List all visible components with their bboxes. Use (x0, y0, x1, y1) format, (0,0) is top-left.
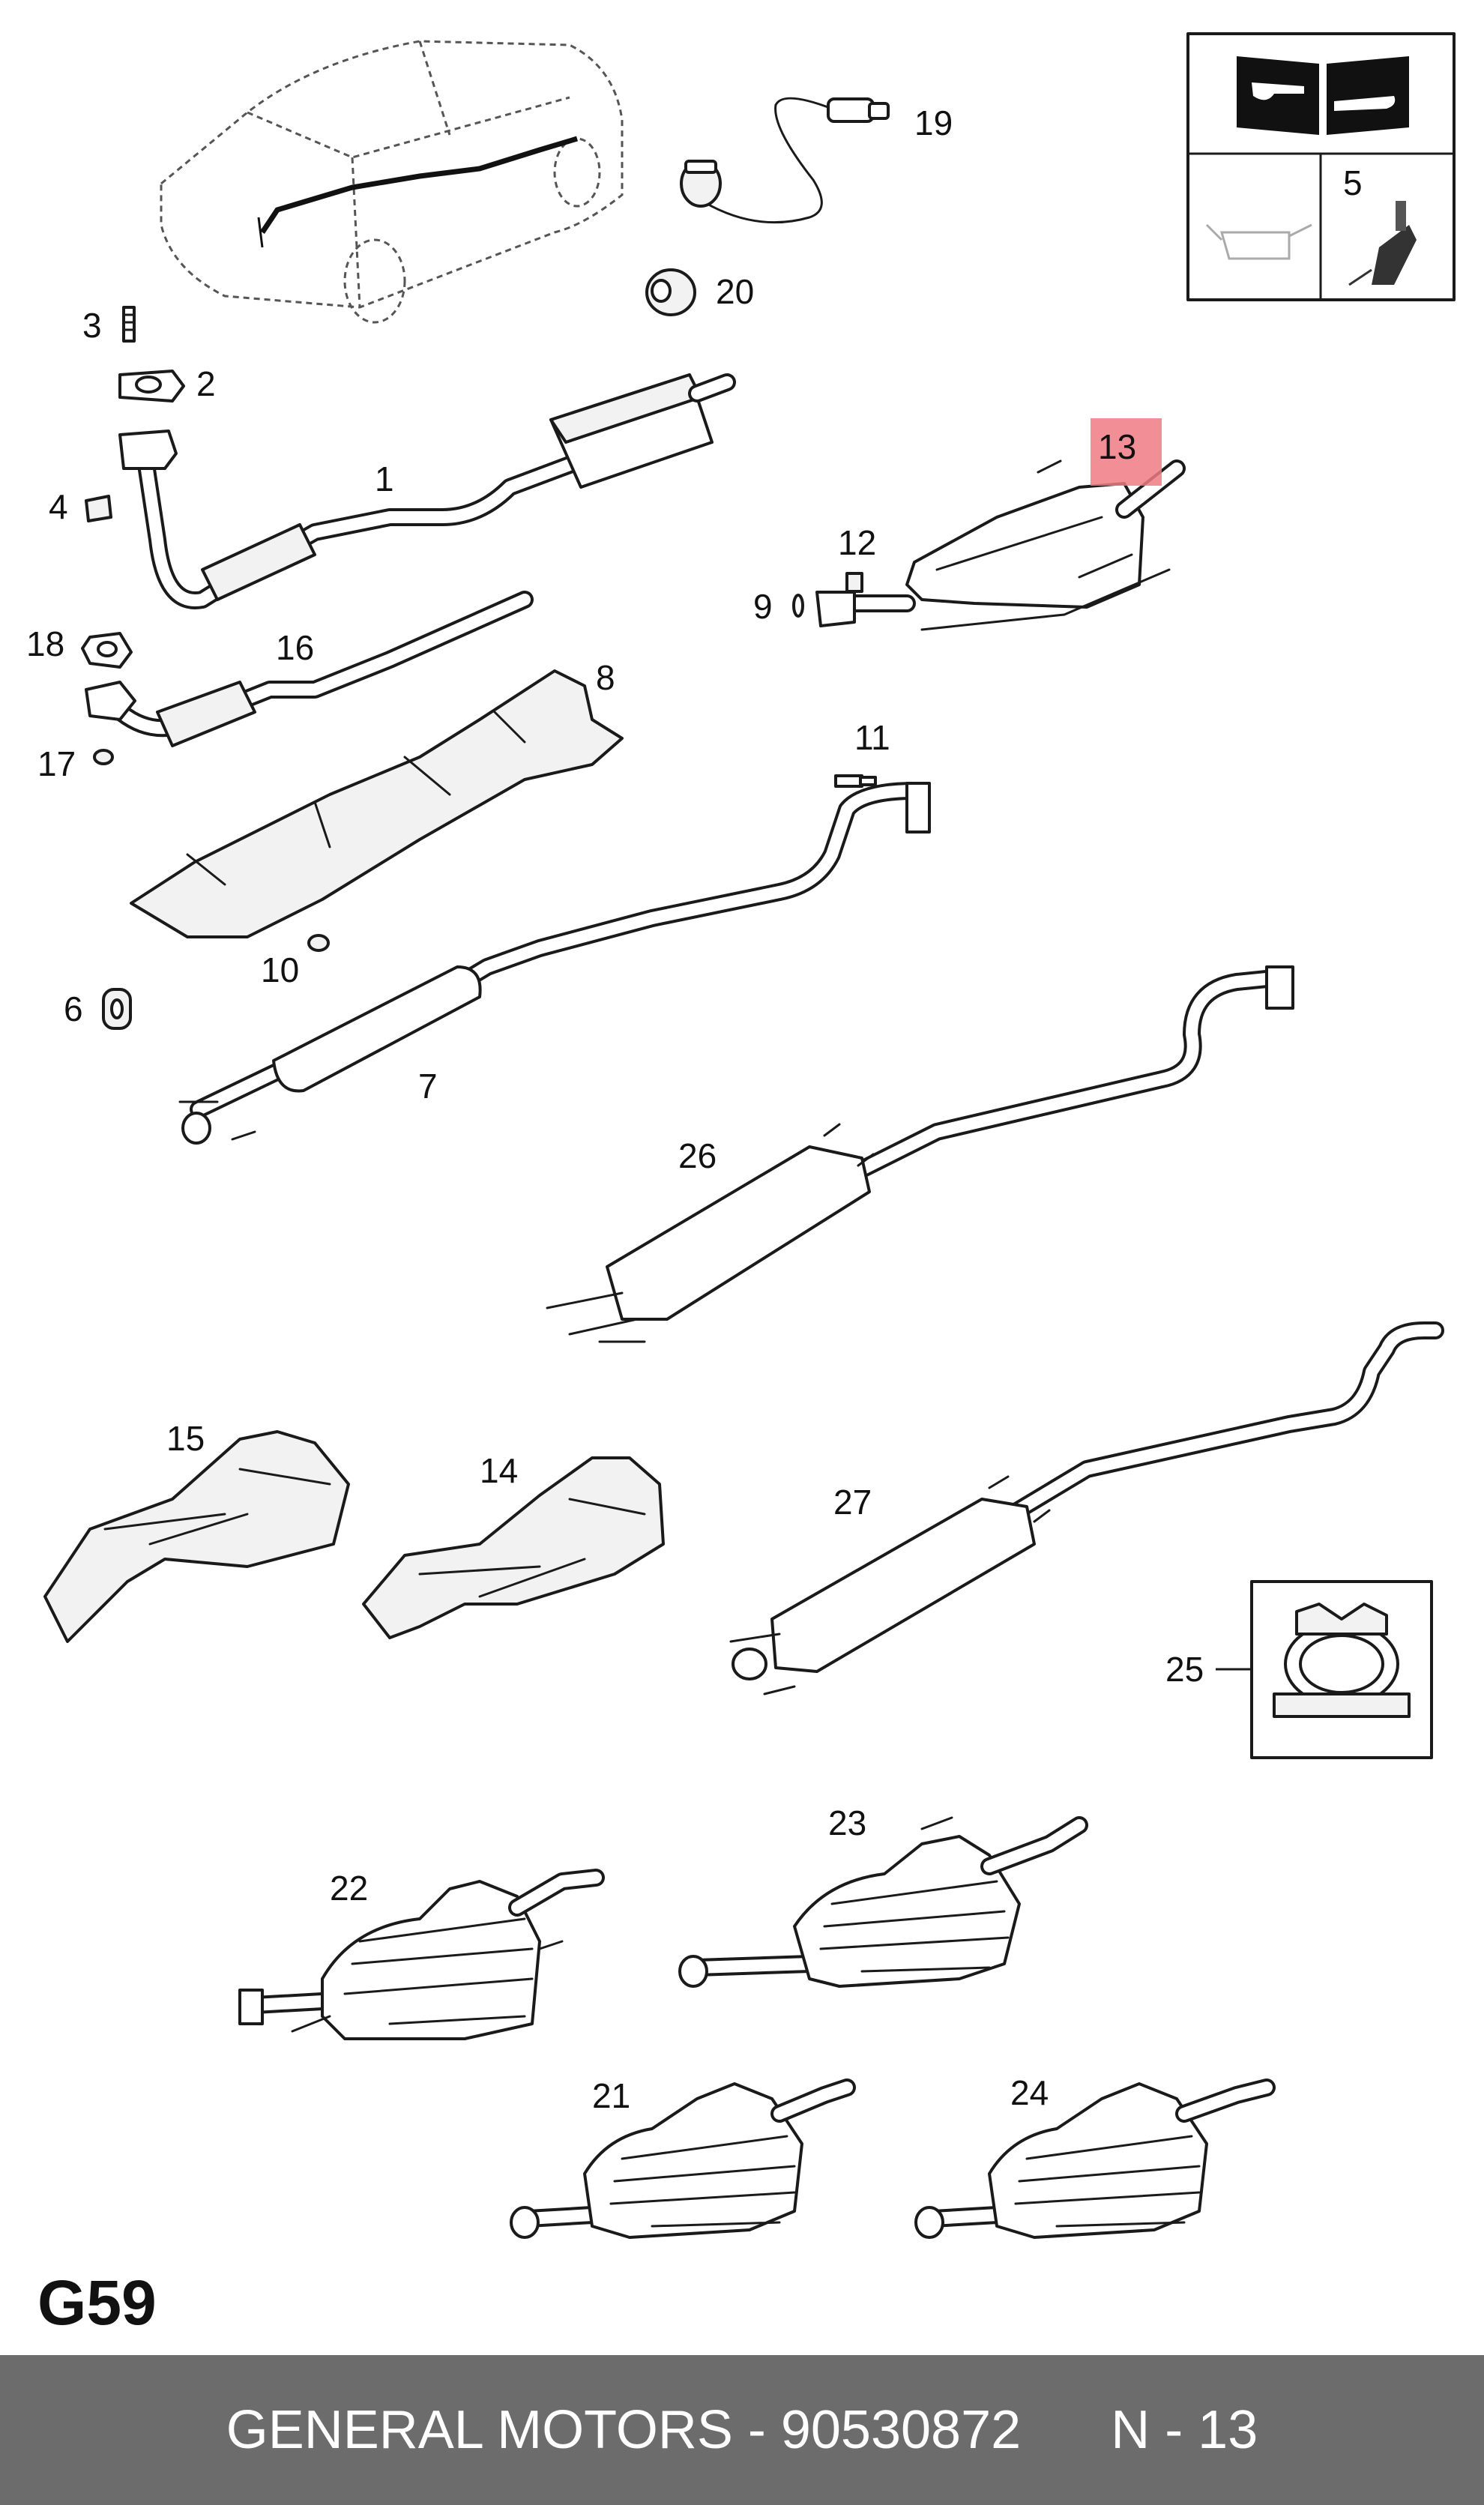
part-23-rear-silencer[interactable] (678, 1816, 1088, 1988)
callout-labels: 19 20 5 3 2 1 4 13 12 9 18 16 8 17 11 10… (26, 103, 1363, 2115)
callout-1: 1 (375, 459, 394, 498)
part-20-bushing[interactable] (645, 268, 696, 316)
callout-23: 23 (828, 1803, 866, 1842)
callout-16: 16 (276, 628, 314, 667)
callout-18: 18 (26, 624, 64, 663)
callout-4: 4 (49, 487, 68, 526)
callout-15: 15 (166, 1419, 205, 1458)
exhaust-system-diagram: 19 20 5 3 2 1 4 13 12 9 18 16 8 17 11 10… (26, 32, 1456, 2239)
sealant-tube-icon (1348, 201, 1417, 286)
part-11-bolt[interactable] (834, 774, 877, 788)
callout-8: 8 (596, 658, 615, 697)
callout-24: 24 (1010, 2073, 1049, 2112)
car-illustration (160, 40, 624, 324)
callout-25: 25 (1165, 1650, 1204, 1689)
callout-2: 2 (196, 364, 216, 403)
info-box (1186, 32, 1456, 301)
page-code: G59 (37, 2267, 157, 2338)
part-9-gasket[interactable] (792, 594, 804, 618)
part-6-rubber-mount[interactable] (102, 988, 132, 1030)
part-7-intermediate-pipe[interactable] (178, 782, 931, 1145)
footer-bar: GENERAL MOTORS - 90530872 N - 13 (0, 2355, 1484, 2505)
callout-6: 6 (64, 989, 83, 1028)
part-1-front-pipe[interactable] (118, 373, 736, 609)
part-15-heat-shield[interactable] (43, 1430, 350, 1643)
callout-3: 3 (82, 306, 102, 345)
callout-9: 9 (753, 587, 773, 626)
callout-21: 21 (592, 2076, 630, 2115)
part-22-rear-silencer[interactable] (238, 1869, 605, 2040)
callout-7: 7 (418, 1067, 438, 1106)
callout-12: 12 (838, 523, 876, 562)
part-8-heat-shield[interactable] (130, 669, 624, 938)
oil-can-icon (1205, 223, 1312, 260)
part-17-nut[interactable] (93, 749, 114, 765)
part-12-bolt[interactable] (845, 572, 863, 593)
callout-10: 10 (261, 950, 299, 989)
callout-20: 20 (716, 272, 754, 311)
callout-14: 14 (480, 1451, 518, 1490)
part-13-rear-silencer[interactable] (815, 459, 1186, 631)
callout-13: 13 (1098, 427, 1136, 466)
part-26-center-silencer[interactable] (546, 965, 1294, 1343)
part-18-flange[interactable] (81, 632, 133, 669)
part-14-heat-shield[interactable] (362, 1456, 665, 1639)
part-27-center-silencer[interactable] (729, 1321, 1444, 1695)
part-10-nut[interactable] (307, 934, 330, 952)
callout-11: 11 (854, 718, 890, 757)
part-4-nut[interactable] (85, 495, 112, 522)
part-21-rear-silencer[interactable] (510, 2079, 856, 2239)
part-3-stud[interactable] (122, 306, 136, 343)
part-2-gasket[interactable] (118, 370, 185, 403)
callout-22: 22 (330, 1869, 368, 1908)
part-19-oxygen-sensor[interactable] (680, 97, 890, 224)
callout-19: 19 (914, 103, 953, 142)
part-25-clamp[interactable] (1216, 1580, 1433, 1759)
callout-5: 5 (1343, 163, 1363, 202)
callout-26: 26 (678, 1136, 717, 1175)
workshop-manual-icon (1237, 56, 1409, 135)
part-16-front-pipe[interactable] (85, 591, 534, 747)
callout-17: 17 (37, 744, 76, 783)
part-13-highlight (1091, 418, 1162, 486)
callout-27: 27 (833, 1483, 872, 1522)
footer-text: GENERAL MOTORS - 90530872 N - 13 (226, 2400, 1258, 2460)
part-24-rear-silencer[interactable] (914, 2079, 1276, 2239)
